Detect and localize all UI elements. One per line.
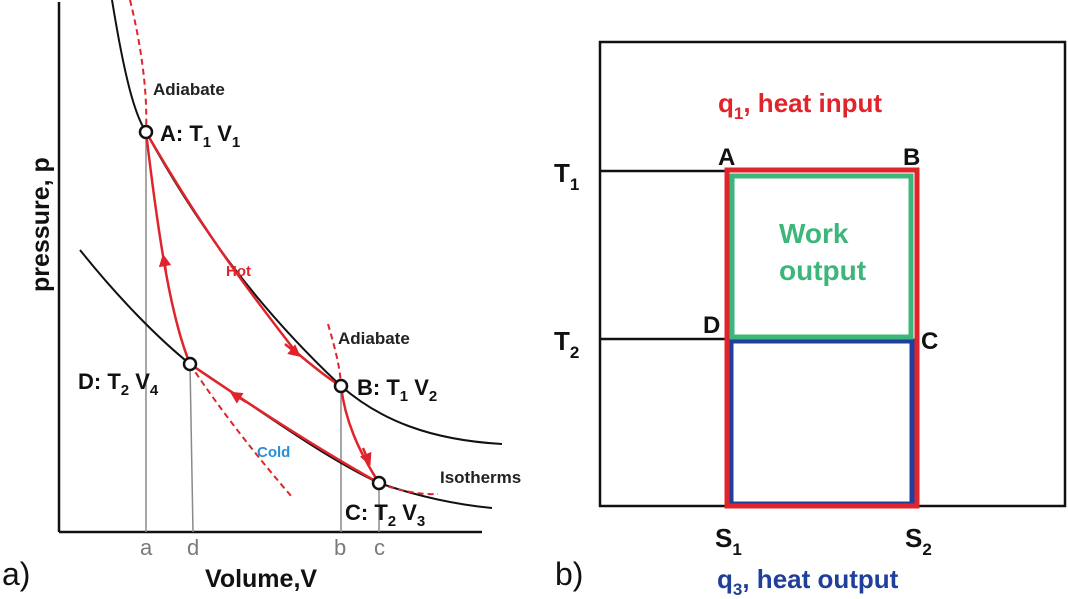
point-a-marker bbox=[138, 124, 154, 140]
label-adiabate-mid: Adiabate bbox=[338, 329, 410, 348]
cycle-cold-path bbox=[189, 362, 380, 485]
ts-diagram: q1, heat input Work output A B C D T1 T2… bbox=[554, 40, 1067, 599]
cycle-arrow-cold bbox=[229, 391, 247, 404]
heat-output-box bbox=[728, 338, 915, 507]
x-axis-label: Volume,V bbox=[205, 565, 317, 593]
corner-c: C bbox=[921, 328, 938, 355]
heat-output-label: q3, heat output bbox=[717, 564, 899, 599]
corner-a: A bbox=[718, 144, 735, 171]
t1-label: T1 bbox=[554, 158, 579, 194]
point-b-marker bbox=[333, 378, 349, 394]
work-label-line1: Work bbox=[779, 218, 849, 249]
work-output-box bbox=[729, 173, 914, 340]
x-tick-d: d bbox=[187, 535, 199, 560]
pv-diagram: Adiabate Adiabate Hot Cold Isotherms A: … bbox=[2, 0, 521, 593]
panel-label-a: a) bbox=[2, 556, 30, 592]
label-hot: Hot bbox=[226, 263, 251, 280]
point-c-marker bbox=[371, 475, 387, 491]
adiabat-top-dashed bbox=[129, 0, 148, 133]
label-isotherms: Isotherms bbox=[440, 468, 521, 487]
cycle-bc-path bbox=[339, 385, 381, 484]
work-label-line2: output bbox=[779, 255, 866, 286]
panel-label-b: b) bbox=[555, 556, 583, 592]
s1-label: S1 bbox=[715, 523, 742, 559]
x-tick-c: c bbox=[374, 535, 385, 560]
adiabat-mid-dashed bbox=[327, 323, 342, 387]
cycle-hot-path bbox=[144, 131, 342, 388]
t2-label: T2 bbox=[554, 326, 579, 362]
guide-d bbox=[189, 363, 194, 533]
corner-b: B bbox=[903, 144, 920, 171]
label-point-a: A: T1 V1 bbox=[160, 121, 240, 151]
adiabat-cold-dashed bbox=[189, 363, 293, 498]
label-point-d: D: T2 V4 bbox=[78, 369, 159, 399]
y-axis-label: pressure, p bbox=[27, 157, 55, 292]
x-tick-b: b bbox=[334, 535, 346, 560]
label-adiabate-top: Adiabate bbox=[153, 80, 225, 99]
s2-label: S2 bbox=[905, 523, 932, 559]
label-point-c: C: T2 V3 bbox=[345, 500, 425, 530]
cycle-da-path bbox=[144, 131, 192, 365]
heat-input-box bbox=[724, 167, 920, 509]
heat-input-label: q1, heat input bbox=[718, 88, 882, 123]
adiabat-c-dashed bbox=[378, 482, 439, 496]
cycle-arrow-bc bbox=[359, 447, 372, 466]
label-point-b: B: T1 V2 bbox=[357, 375, 437, 405]
corner-d: D bbox=[703, 312, 720, 339]
cycle-arrow-hot bbox=[284, 343, 301, 357]
cycle-arrow-da bbox=[158, 253, 172, 273]
point-d-marker bbox=[182, 356, 198, 372]
label-cold: Cold bbox=[257, 444, 290, 461]
x-tick-a: a bbox=[140, 535, 153, 560]
isotherm-hot bbox=[111, 0, 503, 445]
